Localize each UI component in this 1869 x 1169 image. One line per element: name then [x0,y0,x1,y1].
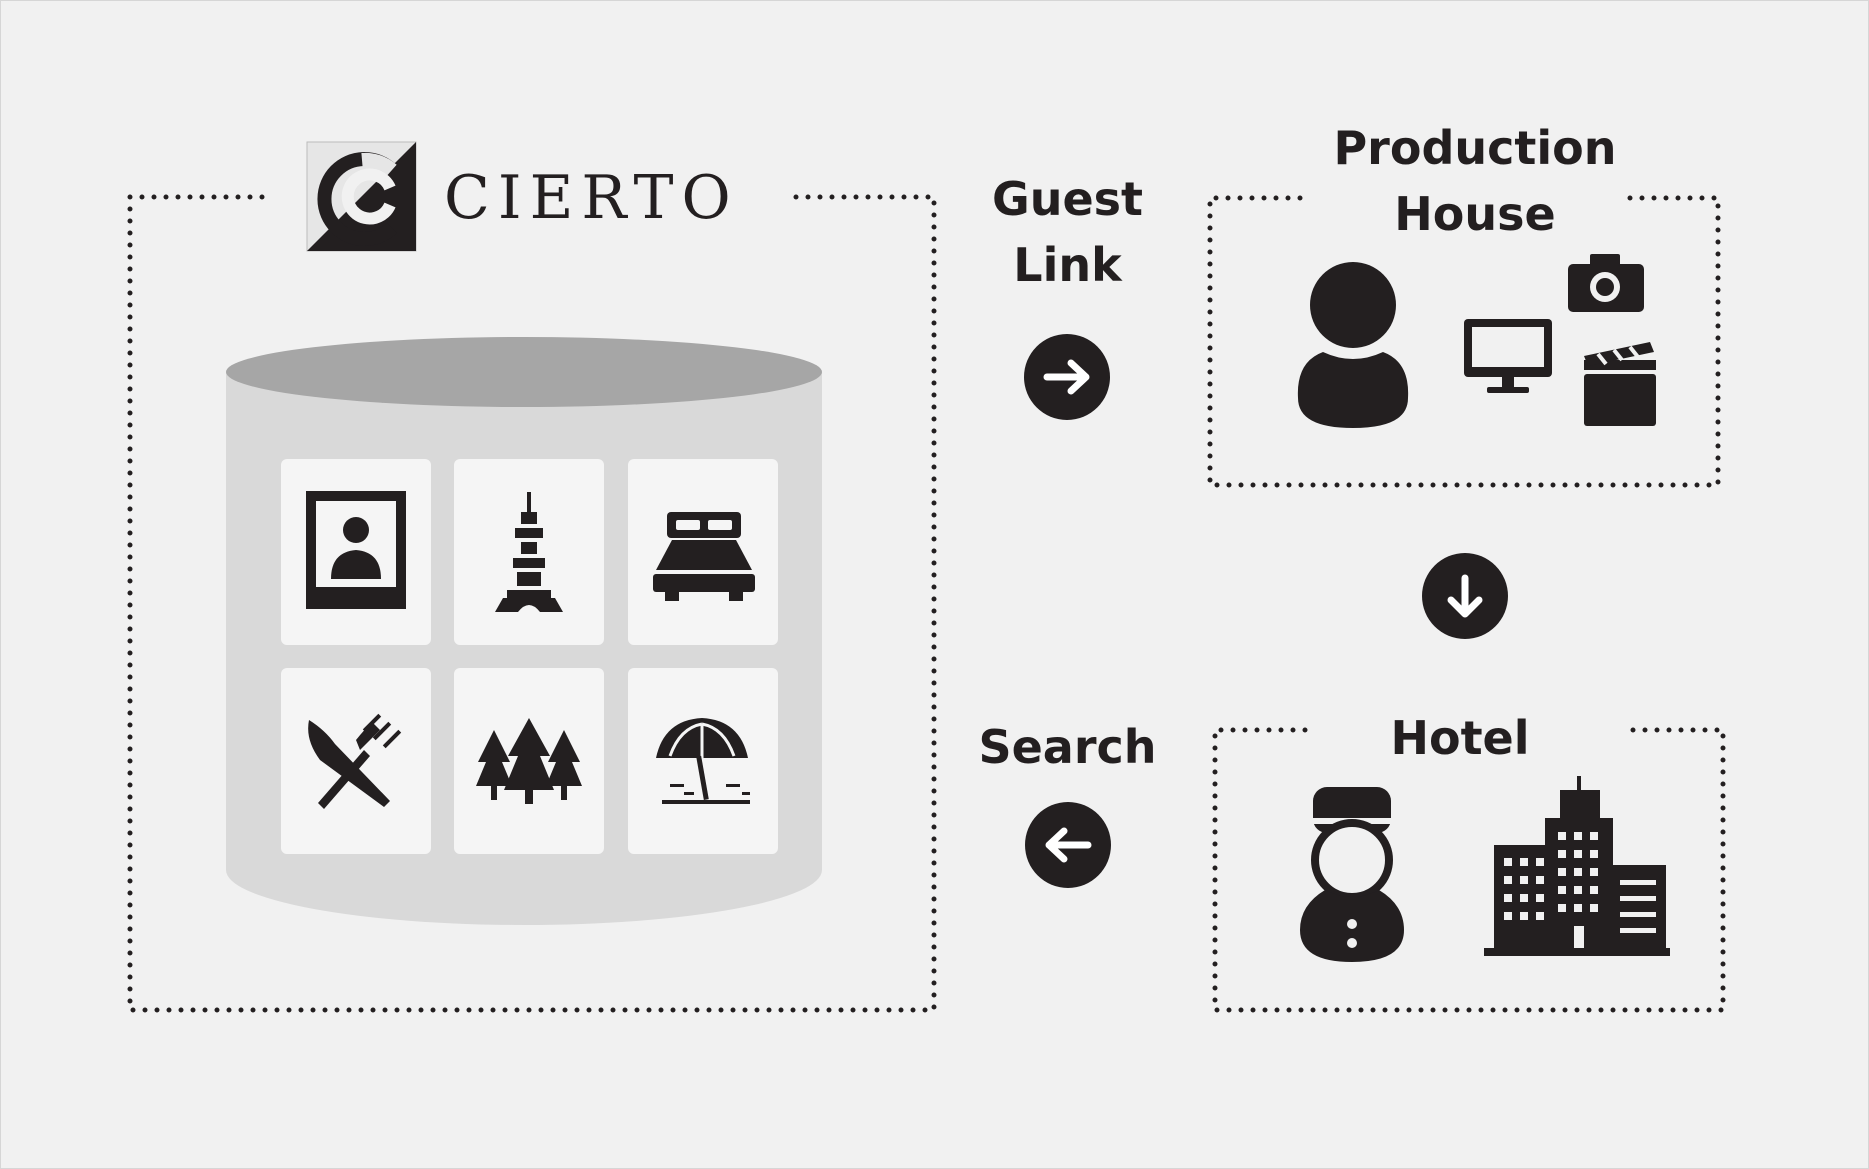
hotel-dotted-box [1212,727,1726,1013]
cierto-logo-icon [306,141,417,252]
cierto-dotted-box [127,194,937,1013]
hotel-building-icon [1484,776,1670,956]
person-icon [1297,262,1409,428]
guest-link-label: Guest Link [970,166,1165,298]
clapperboard-icon [1584,342,1656,426]
restaurant-icon [308,713,402,809]
arrow-right-icon [1024,334,1110,420]
guest-label-line1: Guest [991,172,1144,226]
hotel-label: Hotel [1390,711,1530,765]
arrow-left-icon [1025,802,1111,888]
forest-icon [476,718,582,804]
monitor-icon [1464,319,1552,393]
tile-beach [628,668,778,854]
production-label-line2: House [1394,187,1556,241]
beach-icon [656,718,750,804]
production-house-label: Production House [1320,115,1630,247]
bellhop-icon [1300,787,1404,962]
bed-icon [653,512,755,601]
arrow-down-icon [1422,553,1508,639]
portrait-icon [306,491,406,609]
tokyo-tower-icon [495,492,563,612]
guest-label-line2: Link [1013,238,1122,292]
production-dotted-box [1207,195,1721,488]
search-label: Search [978,720,1157,774]
camera-icon [1568,254,1644,312]
brand-name: CIERTO [444,163,739,233]
production-label-line1: Production [1333,121,1617,175]
